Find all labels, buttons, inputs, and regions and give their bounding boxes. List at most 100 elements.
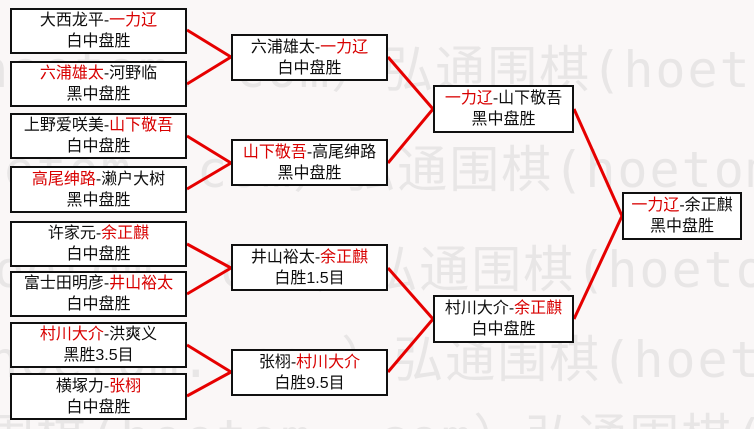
player-1: 上野爱咲美 [23, 117, 104, 134]
player-1: 横塚力 [55, 377, 104, 395]
player-1: 大西龙平 [39, 12, 104, 29]
connector [186, 242, 232, 270]
match-box-r1-1: 大西龙平-一力辽 白中盘胜 [10, 8, 187, 54]
match-players: 一力辽-余正麒 [624, 195, 740, 216]
match-result: 白中盘胜 [66, 246, 131, 263]
match-players: 一力辽-山下敬吾 [435, 88, 572, 109]
connector [186, 134, 232, 165]
watermark-text: 弘通围棋(hoetom. com）弘通围棋(hoetom. com）弘通 [0, 398, 754, 429]
player-2: 余正麒 [320, 248, 369, 266]
player-2: 村川大介 [296, 353, 361, 371]
match-players: 六浦雄太-一力辽 [233, 37, 386, 58]
match-result: 黑中盘胜 [66, 191, 131, 209]
player-2: 山下敬吾 [498, 90, 563, 107]
player-1: 井山裕太 [250, 248, 315, 266]
match-box-r2-2: 山下敬吾-高尾绅路 黑中盘胜 [231, 139, 388, 186]
separator: - [103, 65, 110, 82]
match-box-r1-3: 上野爱咲美-山下敬吾 白中盘胜 [10, 113, 187, 159]
match-result: 白胜9.5目 [274, 374, 345, 392]
separator: - [103, 326, 110, 343]
player-2: 井山裕太 [109, 275, 174, 292]
match-players: 六浦雄太-河野临 [12, 63, 185, 84]
separator: - [492, 90, 499, 107]
separator: - [103, 117, 110, 134]
match-result: 白中盘胜 [471, 321, 536, 338]
connector [186, 266, 232, 296]
match-result: 白中盘胜 [66, 296, 131, 313]
match-box-r1-4: 高尾绅路-濑户大树 黑中盘胜 [10, 166, 187, 213]
match-box-r1-2: 六浦雄太-河野临 黑中盘胜 [10, 61, 187, 107]
separator: - [103, 275, 110, 292]
match-players: 上野爱咲美-山下敬吾 [12, 115, 185, 136]
match-players: 村川大介-余正麒 [435, 298, 572, 319]
connector [386, 267, 435, 320]
player-2: 濑户大树 [101, 170, 166, 188]
match-players: 许家元-余正麒 [12, 223, 185, 244]
player-2: 余正麒 [101, 225, 150, 242]
separator: - [290, 353, 297, 371]
match-result: 黑中盘胜 [649, 218, 714, 235]
player-2: 张栩 [109, 377, 142, 395]
player-2: 余正麒 [514, 300, 563, 317]
match-result: 黑中盘胜 [277, 164, 342, 182]
connector [186, 28, 232, 59]
player-1: 村川大介 [39, 326, 104, 343]
match-result: 黑中盘胜 [471, 111, 536, 128]
separator: - [95, 225, 102, 242]
match-box-r1-6: 富士田明彦-井山裕太 白中盘胜 [10, 271, 187, 317]
connector [186, 370, 232, 398]
match-box-r2-1: 六浦雄太-一力辽 白中盘胜 [231, 34, 388, 81]
match-result: 白中盘胜 [277, 59, 342, 77]
match-result: 白胜1.5目 [274, 269, 345, 287]
match-players: 高尾绅路-濑户大树 [12, 169, 185, 190]
connector [386, 56, 435, 110]
connector [186, 161, 232, 191]
match-box-final: 一力辽-余正麒 黑中盘胜 [622, 192, 742, 240]
match-box-r1-8: 横塚力-张栩 白中盘胜 [10, 373, 187, 420]
connector [572, 215, 624, 320]
match-result: 白中盘胜 [66, 33, 131, 50]
match-players: 张栩-村川大介 [233, 352, 386, 373]
connector [572, 108, 624, 217]
match-players: 大西龙平-一力辽 [12, 10, 185, 31]
connector [386, 318, 435, 373]
player-1: 许家元 [47, 225, 96, 242]
player-1: 六浦雄太 [39, 65, 104, 82]
separator: - [95, 170, 102, 188]
match-players: 山下敬吾-高尾绅路 [233, 142, 386, 163]
separator: - [314, 248, 321, 266]
match-players: 富士田明彦-井山裕太 [12, 273, 185, 294]
player-1: 村川大介 [444, 300, 509, 317]
separator: - [103, 377, 110, 395]
player-2: 余正麒 [684, 197, 733, 214]
match-box-sf-1: 一力辽-山下敬吾 黑中盘胜 [433, 85, 574, 133]
connector [186, 55, 232, 86]
match-box-r2-4: 张栩-村川大介 白胜9.5目 [231, 349, 388, 396]
separator: - [103, 12, 110, 29]
player-1: 张栩 [258, 353, 291, 371]
connector [186, 343, 232, 374]
match-result: 白中盘胜 [66, 398, 131, 416]
match-result: 黑中盘胜 [66, 86, 131, 103]
match-box-r1-7: 村川大介-洪爽义 黑胜3.5目 [10, 322, 187, 368]
match-box-r2-3: 井山裕太-余正麒 白胜1.5目 [231, 244, 388, 291]
player-1: 一力辽 [631, 197, 680, 214]
separator: - [314, 38, 321, 56]
match-result: 黑胜3.5目 [63, 347, 134, 364]
match-players: 村川大介-洪爽义 [12, 324, 185, 345]
player-1: 一力辽 [444, 90, 493, 107]
match-result: 白中盘胜 [66, 138, 131, 155]
separator: - [508, 300, 515, 317]
player-2: 山下敬吾 [109, 117, 174, 134]
player-1: 富士田明彦 [23, 275, 104, 292]
match-box-r1-5: 许家元-余正麒 白中盘胜 [10, 221, 187, 267]
connector [386, 108, 435, 164]
player-2: 一力辽 [109, 12, 158, 29]
player-2: 高尾绅路 [312, 143, 377, 161]
match-players: 井山裕太-余正麒 [233, 247, 386, 268]
player-1: 六浦雄太 [250, 38, 315, 56]
match-box-sf-2: 村川大介-余正麒 白中盘胜 [433, 295, 574, 343]
player-2: 洪爽义 [109, 326, 158, 343]
